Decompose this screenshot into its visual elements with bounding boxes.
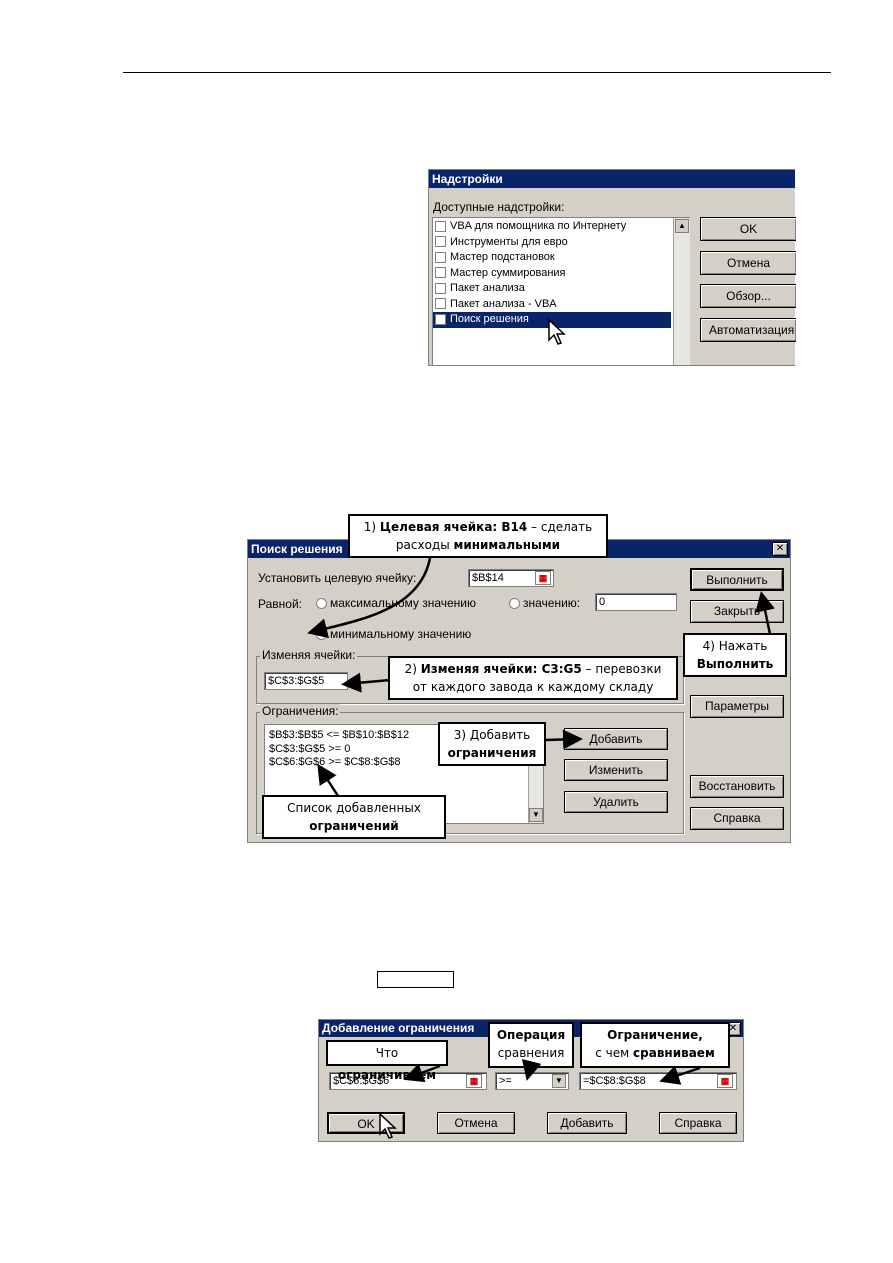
addins-title: Надстройки xyxy=(429,170,795,188)
constraint-help-button[interactable]: Справка xyxy=(659,1112,737,1134)
cursor-arrow-icon xyxy=(378,1112,398,1143)
option-max[interactable]: максимальному значению xyxy=(316,596,476,610)
addin-item-label: Мастер суммирования xyxy=(450,266,566,279)
arrow-to-changing-cells xyxy=(341,672,391,693)
checkbox-icon[interactable] xyxy=(435,220,446,232)
addins-list-scrollbar[interactable]: ▲ xyxy=(673,218,690,365)
arrow-to-add-button xyxy=(545,729,583,750)
addins-browse-button[interactable]: Обзор... xyxy=(700,284,796,308)
checkbox-icon[interactable] xyxy=(435,251,446,263)
page-header-rule xyxy=(123,72,831,73)
constraint-cancel-button[interactable]: Отмена xyxy=(437,1112,515,1134)
addins-available-label: Доступные надстройки: xyxy=(433,200,565,214)
close-icon: ✕ xyxy=(728,1023,738,1034)
constraint-add-button[interactable]: Добавить xyxy=(547,1112,627,1134)
addin-item-label: Пакет анализа - VBA xyxy=(450,297,557,310)
constraints-group xyxy=(256,712,684,834)
constraint-value-ref-icon[interactable]: ▦ xyxy=(717,1074,733,1088)
value-input[interactable]: 0 xyxy=(595,593,677,611)
addin-item-label: VBA для помощника по Интернету xyxy=(450,220,627,232)
arrow-to-cell-reference xyxy=(403,1063,441,1083)
addin-item[interactable]: VBA для помощника по Интернету xyxy=(433,219,671,235)
addin-item[interactable]: Инструменты для евро xyxy=(433,235,671,251)
changing-cells-input[interactable]: $C$3:$G$5 xyxy=(264,672,348,690)
radio-value-icon[interactable] xyxy=(509,598,520,610)
checkbox-checked-icon[interactable]: ✔ xyxy=(435,313,446,325)
scroll-down-icon[interactable]: ▼ xyxy=(529,808,543,822)
option-value[interactable]: значению: xyxy=(509,596,580,610)
restore-button[interactable]: Восстановить xyxy=(690,775,784,798)
inline-button-frame xyxy=(377,971,454,988)
cell-reference-ref-icon[interactable]: ▦ xyxy=(466,1074,482,1088)
arrow-to-constraint-value xyxy=(659,1065,701,1085)
run-button[interactable]: Выполнить xyxy=(690,568,784,591)
constraint-item[interactable]: $B$3:$B$5 <= $B$10:$B$12 xyxy=(269,729,410,741)
addins-cancel-button[interactable]: Отмена xyxy=(700,251,796,275)
changing-cells-label: Изменяя ячейки: xyxy=(260,648,358,662)
close-icon: ✕ xyxy=(775,543,785,554)
cursor-arrow-icon xyxy=(547,318,567,349)
addin-item-label: Поиск решения xyxy=(450,313,529,325)
constraint-value-input[interactable]: =$C$8:$G$8 xyxy=(579,1072,737,1090)
callout-run: 4) Нажать Выполнить xyxy=(683,633,787,677)
callout-target-cell: 1) Целевая ячейка: B14 – сделать расходы… xyxy=(348,514,608,558)
addins-ok-button[interactable]: OK xyxy=(700,217,796,241)
checkbox-icon[interactable] xyxy=(435,236,446,248)
delete-constraint-button[interactable]: Удалить xyxy=(564,791,668,813)
target-cell-ref-icon[interactable]: ▦ xyxy=(535,571,551,585)
callout-constraint-value: Ограничение, с чем сравниваем xyxy=(580,1022,730,1068)
add-constraint-button[interactable]: Добавить xyxy=(564,728,668,750)
radio-max-icon[interactable] xyxy=(316,598,327,610)
constraint-item[interactable]: $C$3:$G$5 >= 0 xyxy=(269,742,351,755)
callout-add-constraints: 3) Добавить ограничения xyxy=(438,722,546,766)
constraint-item[interactable]: $C$6:$G$6 >= $C$8:$G$8 xyxy=(269,756,401,768)
equal-label: Равной: xyxy=(258,597,302,611)
scroll-up-icon[interactable]: ▲ xyxy=(675,219,689,233)
arrow-to-min-option xyxy=(307,557,432,639)
operator-dropdown-icon[interactable]: ▼ xyxy=(552,1074,566,1088)
addin-item-label: Мастер подстановок xyxy=(450,251,555,263)
change-constraint-button[interactable]: Изменить xyxy=(564,759,668,781)
addin-item-label: Пакет анализа xyxy=(450,282,525,294)
constraints-label: Ограничения: xyxy=(260,704,341,718)
addin-item[interactable]: Мастер суммирования xyxy=(433,266,671,282)
addin-item-label: Инструменты для евро xyxy=(450,235,568,248)
arrow-to-operator xyxy=(521,1059,542,1081)
target-cell-label: Установить целевую ячейку: xyxy=(258,571,417,585)
target-cell-input[interactable]: $B$14 xyxy=(468,569,554,587)
callout-operator: Операция сравнения xyxy=(488,1022,574,1068)
addin-item[interactable]: ✔ Поиск решения xyxy=(433,312,671,328)
addins-automation-button[interactable]: Автоматизация xyxy=(700,318,796,342)
addin-item[interactable]: Пакет анализа xyxy=(433,281,671,297)
addin-item[interactable]: Пакет анализа - VBA xyxy=(433,297,671,313)
addin-item[interactable]: Мастер подстановок xyxy=(433,250,671,266)
solver-close-button[interactable]: ✕ xyxy=(772,542,788,556)
operator-select[interactable]: >= xyxy=(495,1072,569,1090)
arrow-to-run-button xyxy=(755,591,775,635)
parameters-button[interactable]: Параметры xyxy=(690,695,784,718)
checkbox-icon[interactable] xyxy=(435,267,446,279)
arrow-to-constraints-list xyxy=(317,763,340,797)
callout-constraints-list: Список добавленных ограничений xyxy=(262,795,446,839)
checkbox-icon[interactable] xyxy=(435,282,446,294)
checkbox-icon[interactable] xyxy=(435,298,446,310)
help-button[interactable]: Справка xyxy=(690,807,784,830)
callout-changing-cells: 2) Изменяя ячейки: C3:G5 – перевозки от … xyxy=(388,656,678,700)
